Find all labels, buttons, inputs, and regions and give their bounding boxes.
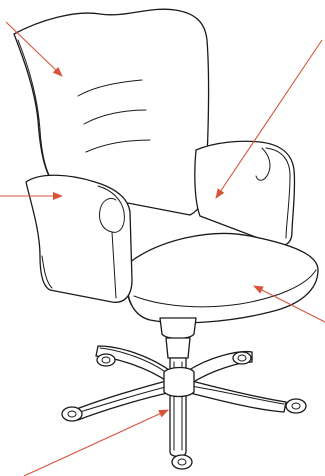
base-hub: [164, 368, 194, 397]
seat-cushion: [127, 234, 318, 323]
caster-wheel: [233, 352, 251, 364]
caster-wheel: [286, 399, 306, 413]
callout-arrow-base: [24, 410, 168, 476]
caster-wheel: [172, 455, 192, 469]
caster-wheel: [97, 354, 115, 366]
armrest-right: [195, 141, 295, 245]
gas-lift-column: [166, 338, 190, 457]
armrest-left: [26, 175, 132, 302]
chair-base: [62, 318, 306, 469]
base-leg: [74, 380, 172, 420]
caster-wheel: [62, 407, 82, 421]
base-leg: [186, 380, 286, 412]
tilt-mechanism: [160, 318, 196, 339]
